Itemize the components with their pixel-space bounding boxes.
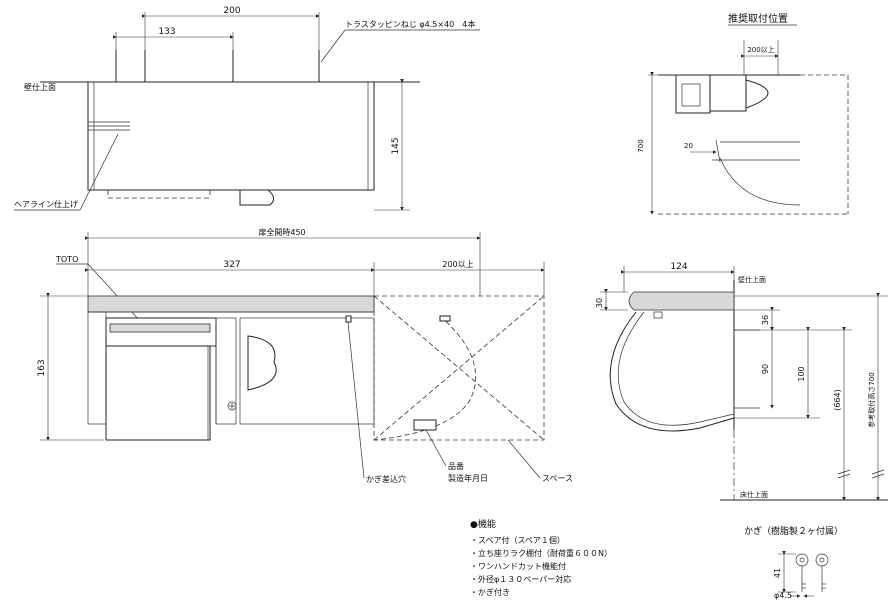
dim-30: 30: [595, 298, 604, 308]
dim-200-plus-rec: 200以上: [747, 45, 774, 54]
hairline-label: ヘアライン仕上げ: [14, 199, 78, 209]
feature-item: ・立ち座りラク棚付（耐荷重６００N）: [470, 548, 612, 558]
dim-20: 20: [684, 142, 693, 150]
feature-item: ・かぎ付き: [470, 587, 510, 597]
key-title: かぎ（樹脂製２ヶ付属）: [744, 525, 843, 537]
dim-41: 41: [773, 568, 782, 578]
side-view: 124 壁仕上面 30 36 90 100 (664) 参考取付高さ700: [595, 262, 888, 501]
floor-finish-label: 床仕上面: [740, 490, 768, 499]
dim-124: 124: [670, 262, 687, 272]
ref-height: 参考取付高さ700: [867, 372, 876, 427]
model-number-label: 品番: [448, 461, 464, 471]
dim-total-open: 扉全開時450: [258, 227, 305, 237]
dim-phi: φ4.5: [774, 591, 792, 600]
recommended-position: 推奨取付位置 200以上 20 700: [637, 12, 849, 215]
features-list: ●機能 ・スペア付（スペア１個） ・立ち座りラク棚付（耐荷重６００N） ・ワンハ…: [470, 518, 612, 597]
dim-327: 327: [223, 260, 240, 270]
key-diagram: かぎ（樹脂製２ヶ付属） 41 φ4.5: [744, 525, 843, 600]
dim-163: 163: [37, 359, 47, 376]
dim-100: 100: [797, 366, 806, 381]
toto-label: TOTO: [55, 255, 78, 264]
dim-200-plus-front: 200以上: [442, 260, 473, 269]
feature-item: ・外径φ１３０ペーパー対応: [470, 574, 571, 584]
space-label: スペース: [542, 474, 573, 483]
dim-700: 700: [637, 139, 645, 152]
screw-note: トラスタッピンねじ φ4.5×40 4本: [345, 19, 475, 29]
dim-145: 145: [391, 137, 401, 154]
feature-item: ・ワンハンドカット機能付: [470, 561, 566, 571]
dim-664: (664): [833, 389, 842, 411]
recommended-title: 推奨取付位置: [728, 12, 788, 25]
manufacture-date-label: 製造年月日: [448, 473, 488, 483]
top-view: 200 133 トラスタッピンねじ φ4.5×40 4本 壁仕上面: [14, 6, 480, 211]
features-title: ●機能: [470, 518, 496, 530]
feature-item: ・スペア付（スペア１個）: [470, 535, 565, 545]
dim-133: 133: [158, 27, 175, 37]
side-wall-finish: 壁仕上面: [738, 275, 766, 284]
dim-90: 90: [761, 364, 770, 374]
dim-200: 200: [223, 6, 240, 16]
keyhole-label: かぎ差込穴: [366, 474, 406, 484]
wall-finish-label: 壁仕上面: [24, 82, 56, 92]
dim-36: 36: [761, 315, 770, 325]
front-view: 扉全開時450 327 200以上 TOTO 163: [37, 227, 573, 484]
